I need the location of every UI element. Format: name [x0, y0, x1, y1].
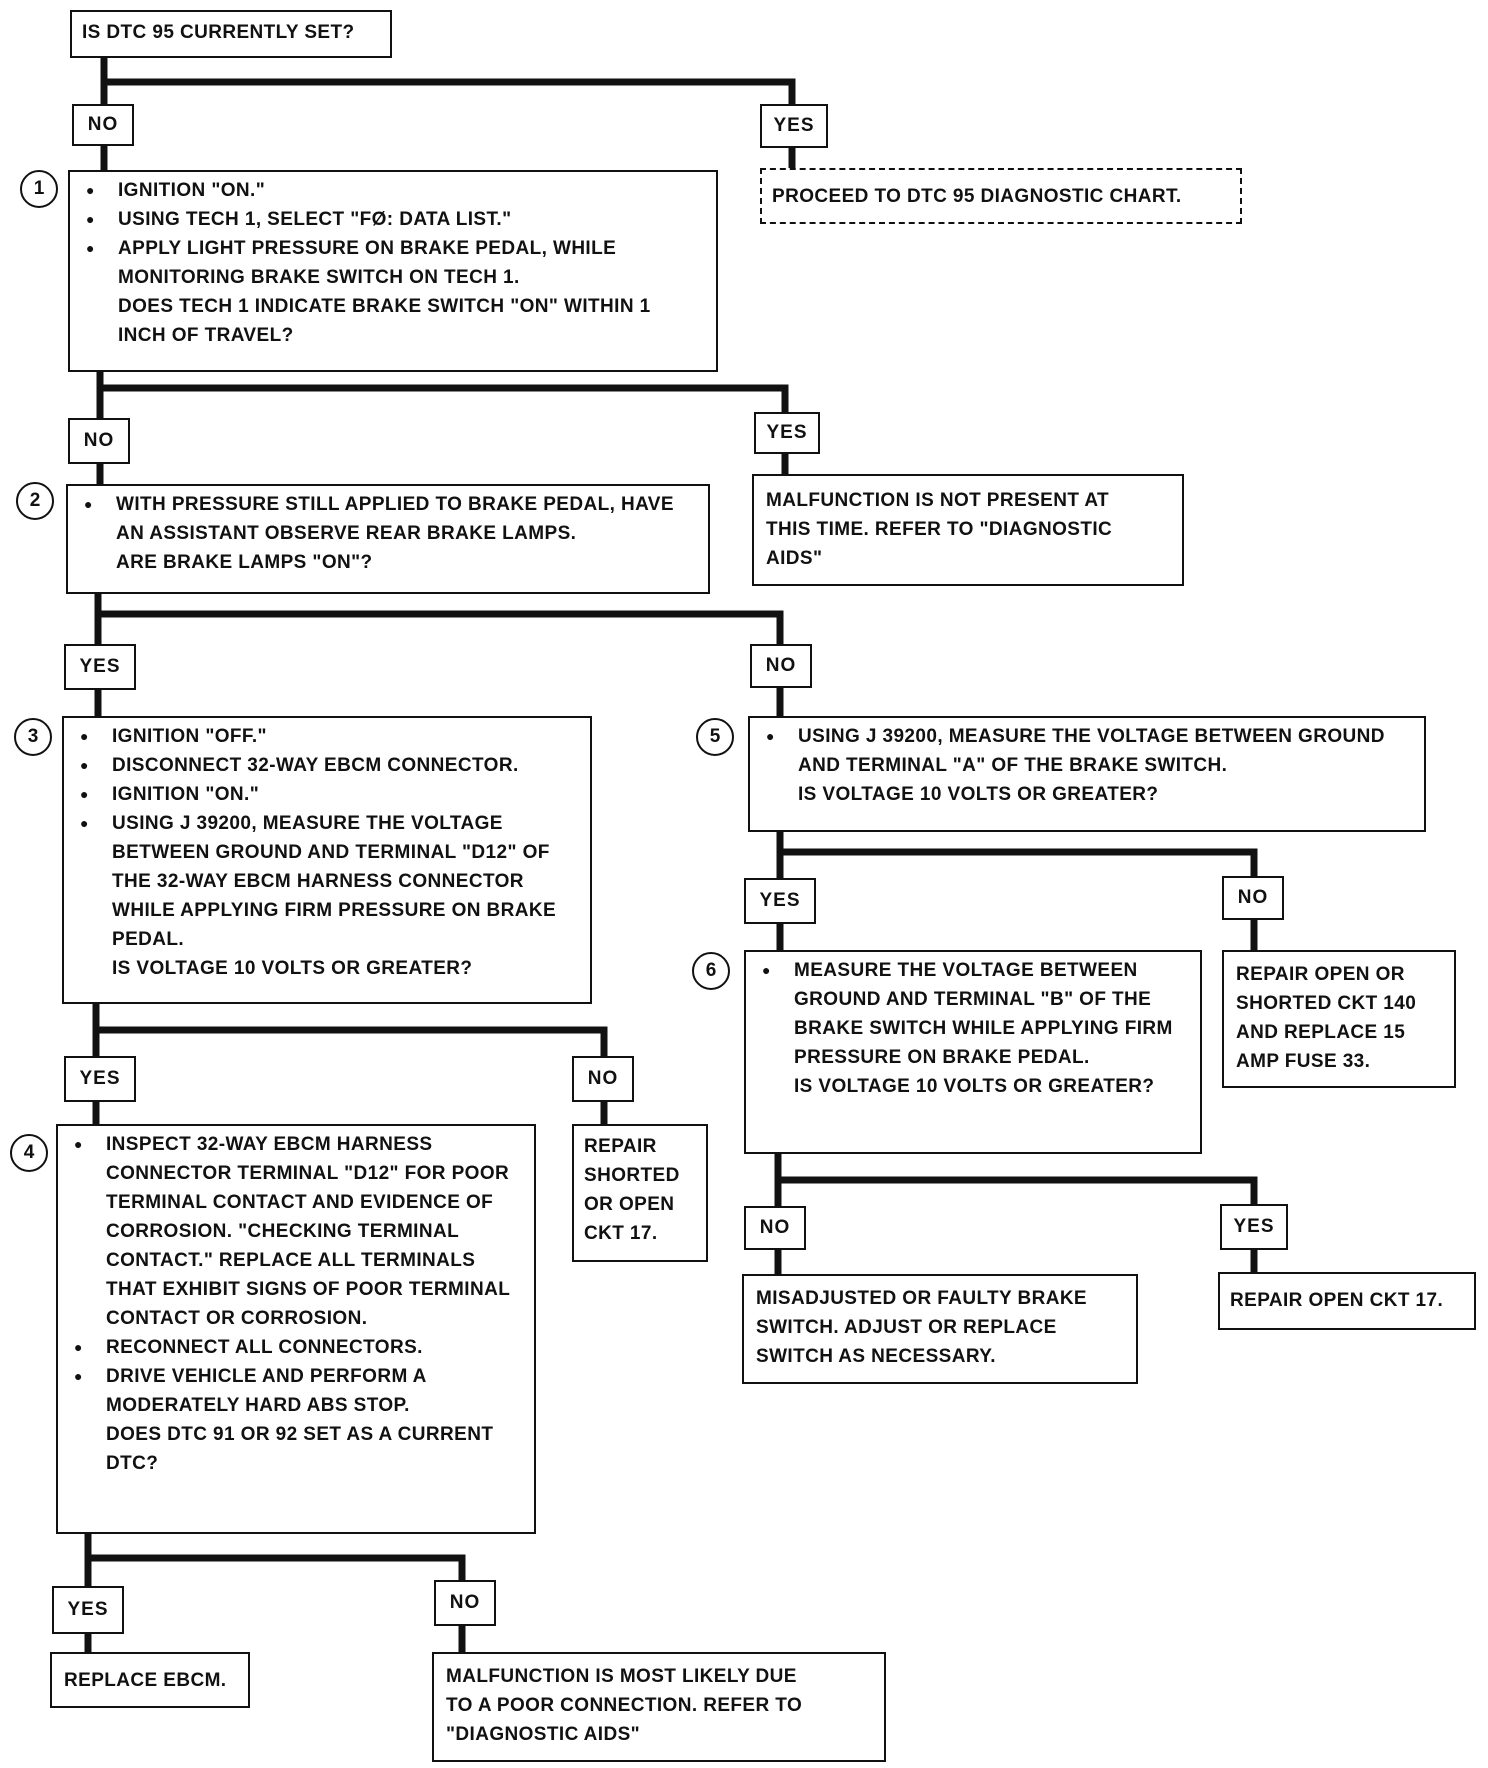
result-not-present: MALFUNCTION IS NOT PRESENT AT THIS TIME.…	[752, 474, 1184, 586]
step-3-bullet: USING J 39200, MEASURE THE VOLTAGE BETWE…	[76, 809, 578, 954]
result-text: REPAIR OPEN CKT 17.	[1230, 1290, 1444, 1311]
step-3-box: IGNITION "OFF." DISCONNECT 32-WAY EBCM C…	[62, 716, 592, 1004]
step-4-yes-label: YES	[52, 1586, 124, 1634]
result-text: MALFUNCTION IS NOT PRESENT AT THIS TIME.…	[766, 490, 1113, 569]
step-6-no-label: NO	[744, 1206, 806, 1250]
step-2-bullet: WITH PRESSURE STILL APPLIED TO BRAKE PED…	[80, 490, 696, 548]
branch-step1	[96, 366, 789, 424]
result-misadjusted-switch: MISADJUSTED OR FAULTY BRAKE SWITCH. ADJU…	[742, 1274, 1138, 1384]
step-1-box: IGNITION "ON." USING TECH 1, SELECT "FØ:…	[68, 170, 718, 372]
step-4-bullet: DRIVE VEHICLE AND PERFORM A MODERATELY H…	[70, 1362, 522, 1420]
step-2-box: WITH PRESSURE STILL APPLIED TO BRAKE PED…	[66, 484, 710, 594]
step-4-bullets: INSPECT 32-WAY EBCM HARNESS CONNECTOR TE…	[70, 1130, 522, 1420]
step-3-bullet: IGNITION "OFF."	[76, 722, 578, 751]
step-4-box: INSPECT 32-WAY EBCM HARNESS CONNECTOR TE…	[56, 1124, 536, 1534]
step-5-yes-label: YES	[744, 878, 816, 924]
step-number-4: 4	[10, 1134, 48, 1172]
branch-step2	[94, 588, 784, 652]
result-text: MISADJUSTED OR FAULTY BRAKE SWITCH. ADJU…	[756, 1288, 1088, 1367]
step-number-2: 2	[16, 482, 54, 520]
step-4-question: DOES DTC 91 OR 92 SET AS A CURRENT DTC?	[106, 1424, 494, 1474]
step-5-question: IS VOLTAGE 10 VOLTS OR GREATER?	[798, 784, 1159, 805]
step-2-bullets: WITH PRESSURE STILL APPLIED TO BRAKE PED…	[80, 490, 696, 548]
step-number-5: 5	[696, 718, 734, 756]
step-5-no-label: NO	[1222, 876, 1284, 920]
step-1-bullet: IGNITION "ON."	[82, 176, 704, 205]
step-3-question: IS VOLTAGE 10 VOLTS OR GREATER?	[112, 958, 473, 979]
step-3-bullet: IGNITION "ON."	[76, 780, 578, 809]
step-4-bullet: RECONNECT ALL CONNECTORS.	[70, 1333, 522, 1362]
result-proceed-dtc95: PROCEED TO DTC 95 DIAGNOSTIC CHART.	[760, 168, 1242, 224]
result-repair-open-ckt17: REPAIR OPEN CKT 17.	[1218, 1272, 1476, 1330]
result-text: MALFUNCTION IS MOST LIKELY DUE TO A POOR…	[446, 1666, 803, 1745]
step-5-bullets: USING J 39200, MEASURE THE VOLTAGE BETWE…	[762, 722, 1412, 780]
step-2-no-label: NO	[750, 644, 812, 688]
step-number-6: 6	[692, 952, 730, 990]
step-1-yes-label: YES	[754, 412, 820, 454]
step-4-bullet: INSPECT 32-WAY EBCM HARNESS CONNECTOR TE…	[70, 1130, 522, 1333]
branch-start	[100, 52, 796, 116]
start-question-box: IS DTC 95 CURRENTLY SET?	[70, 10, 392, 58]
result-poor-connection: MALFUNCTION IS MOST LIKELY DUE TO A POOR…	[432, 1652, 886, 1762]
step-3-no-label: NO	[572, 1056, 634, 1102]
start-yes-label: YES	[760, 104, 828, 148]
step-6-bullet: MEASURE THE VOLTAGE BETWEEN GROUND AND T…	[758, 956, 1188, 1072]
step-number-3: 3	[14, 718, 52, 756]
result-text: REPAIR SHORTED OR OPEN CKT 17.	[584, 1136, 680, 1244]
branch-step4	[84, 1528, 466, 1594]
step-5-bullet: USING J 39200, MEASURE THE VOLTAGE BETWE…	[762, 722, 1412, 780]
branch-step5	[776, 826, 1258, 884]
start-no-label: NO	[72, 104, 134, 146]
step-6-bullets: MEASURE THE VOLTAGE BETWEEN GROUND AND T…	[758, 956, 1188, 1072]
result-text: REPLACE EBCM.	[64, 1670, 227, 1691]
result-replace-ebcm: REPLACE EBCM.	[50, 1652, 250, 1708]
step-3-bullet: DISCONNECT 32-WAY EBCM CONNECTOR.	[76, 751, 578, 780]
step-6-question: IS VOLTAGE 10 VOLTS OR GREATER?	[794, 1076, 1155, 1097]
step-5-box: USING J 39200, MEASURE THE VOLTAGE BETWE…	[748, 716, 1426, 832]
branch-step3	[92, 998, 608, 1062]
step-2-yes-label: YES	[64, 644, 136, 690]
step-1-question: DOES TECH 1 INDICATE BRAKE SWITCH "ON" W…	[118, 296, 651, 346]
result-text: REPAIR OPEN OR SHORTED CKT 140 AND REPLA…	[1236, 964, 1417, 1072]
result-text: PROCEED TO DTC 95 DIAGNOSTIC CHART.	[772, 186, 1182, 207]
step-1-bullets: IGNITION "ON." USING TECH 1, SELECT "FØ:…	[82, 176, 704, 292]
step-1-bullet: APPLY LIGHT PRESSURE ON BRAKE PEDAL, WHI…	[82, 234, 704, 292]
step-2-question: ARE BRAKE LAMPS "ON"?	[116, 552, 373, 573]
step-3-yes-label: YES	[64, 1056, 136, 1102]
result-repair-ckt140: REPAIR OPEN OR SHORTED CKT 140 AND REPLA…	[1222, 950, 1456, 1088]
step-6-box: MEASURE THE VOLTAGE BETWEEN GROUND AND T…	[744, 950, 1202, 1154]
step-number-1: 1	[20, 170, 58, 208]
step-1-no-label: NO	[68, 418, 130, 464]
step-3-bullets: IGNITION "OFF." DISCONNECT 32-WAY EBCM C…	[76, 722, 578, 954]
branch-step6	[774, 1148, 1258, 1212]
step-4-no-label: NO	[434, 1580, 496, 1626]
result-repair-shorted-ckt17: REPAIR SHORTED OR OPEN CKT 17.	[572, 1124, 708, 1262]
step-6-yes-label: YES	[1220, 1204, 1288, 1250]
start-question: IS DTC 95 CURRENTLY SET?	[82, 22, 355, 43]
step-1-bullet: USING TECH 1, SELECT "FØ: DATA LIST."	[82, 205, 704, 234]
